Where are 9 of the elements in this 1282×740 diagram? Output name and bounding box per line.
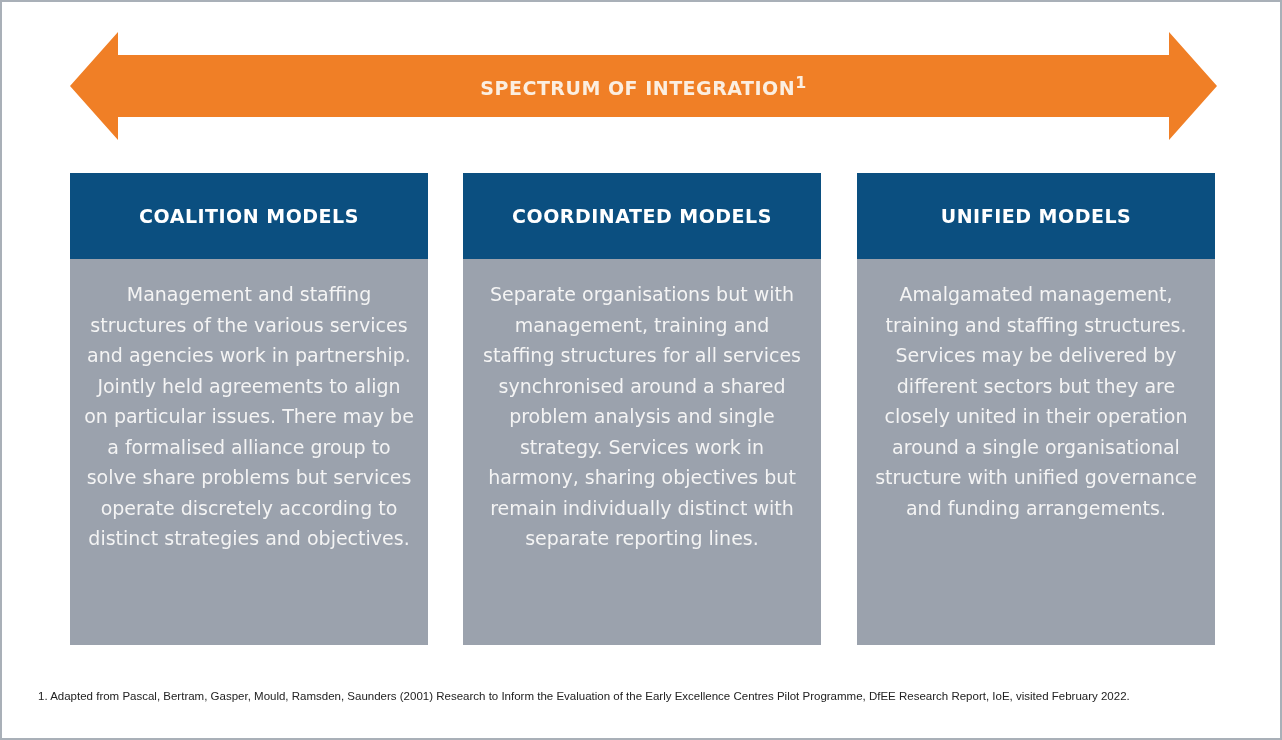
- double-arrow-banner: [70, 32, 1217, 140]
- card-heading: COORDINATED MODELS: [463, 173, 821, 259]
- card-heading: UNIFIED MODELS: [857, 173, 1215, 259]
- card-heading: COALITION MODELS: [70, 173, 428, 259]
- card-description: Management and staffing structures of the various services and agencies work in partnership. Jointly held agreements to align on particular issues. There may be a formalised alliance group to solve share problems but services operate discretely according to distinct strategies and objectives.: [84, 282, 414, 551]
- banner-title: SPECTRUM OF INTEGRATION$^{1}$: [480, 72, 807, 100]
- card-description: Amalgamated management, training and staffing structures. Services may be delivered by different sectors but they are closely united in their operation around a single organisational structure with unified governance and funding arrangements.: [874, 282, 1198, 521]
- footnote: 1. Adapted from Pascal, Bertram, Gasper, Mould, Ramsden, Saunders (2001) Research to Inform the Evaluation of the Early Excellence Centres Pilot Programme, DfEE Research Report, IoE, visited February 2022.: [38, 690, 1130, 702]
- card-description: Separate organisations but with management, training and staffing structures for all services synchronised around a shared problem analysis and single strategy. Services work in harmony, sharing objectives but remain individually distinct with separate reporting lines.: [482, 282, 802, 551]
